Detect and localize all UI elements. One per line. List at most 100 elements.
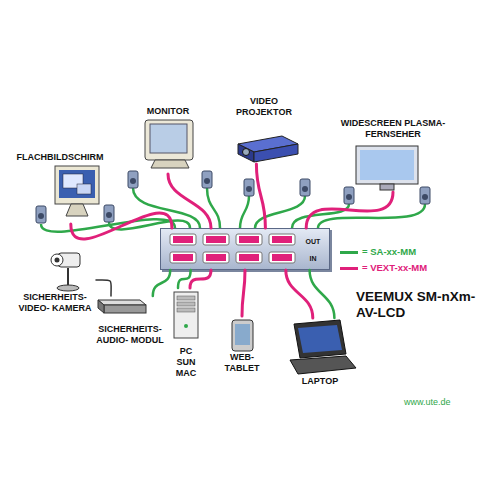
node-label: MONITOR [133, 106, 203, 117]
port-plug [272, 254, 292, 261]
audio-wire [133, 188, 200, 228]
port [203, 252, 229, 263]
cable [153, 270, 170, 296]
module-front [104, 305, 146, 313]
speaker-body [244, 179, 254, 196]
audio-wire [41, 219, 175, 232]
projector-front [238, 144, 254, 162]
flatscreen-drawing [55, 166, 99, 216]
pc-tower [174, 292, 198, 338]
legend-text: = SA-xx-MM [362, 246, 416, 258]
audio-wire [255, 196, 305, 228]
projector-drawing [238, 136, 298, 162]
speaker [344, 187, 354, 204]
projector-top [238, 136, 298, 152]
tablet-drawing [232, 320, 253, 351]
laptop-drawing [290, 320, 356, 374]
speaker [104, 205, 114, 222]
stand [151, 160, 189, 168]
node-label: WIDESCREEN PLASMA- FERNSEHER [326, 118, 460, 140]
laptop-lid [294, 320, 346, 358]
screen [150, 124, 187, 153]
crt-monitor-drawing [145, 120, 193, 168]
legend: = SA-xx-MM = VEXT-xx-MM [340, 244, 427, 276]
speaker-body [36, 206, 46, 223]
camera-stand [67, 268, 69, 286]
tablet-node: WEB- TABLET [218, 316, 266, 376]
plasma-tv-drawing [356, 146, 418, 190]
cable [242, 270, 245, 316]
port [170, 252, 196, 263]
module-side [98, 300, 104, 313]
cable [256, 164, 265, 228]
speaker-cone [38, 213, 44, 219]
port-plug [272, 236, 292, 243]
drive-bay [177, 302, 195, 306]
node-label: IN [299, 254, 327, 263]
port [203, 234, 229, 245]
website-label: www.ute.de [404, 397, 484, 408]
window [77, 184, 91, 194]
speaker-body [104, 205, 114, 222]
node-label: FLACHBILDSCHIRM [6, 152, 114, 163]
speaker-body [420, 187, 430, 204]
speaker-body [202, 171, 212, 188]
speaker [36, 206, 46, 223]
stand [66, 204, 88, 216]
node-label: VIDEO PROJEKTOR [226, 96, 302, 118]
camera-base [57, 285, 79, 291]
audio-wire [207, 188, 220, 228]
cable [190, 270, 211, 288]
port [236, 252, 262, 263]
power-led [184, 324, 188, 328]
laptop-node: LAPTOP [284, 318, 356, 388]
camera-body [58, 253, 80, 267]
node-label: WEB- TABLET [218, 352, 266, 374]
port [269, 252, 295, 263]
legend-row: = VEXT-xx-MM [340, 260, 427, 276]
camera-drawing [51, 253, 80, 291]
camera-lens [51, 254, 63, 266]
monitor-node: MONITOR [133, 104, 203, 174]
port-plug [173, 236, 193, 243]
speaker-cone [130, 178, 136, 184]
speaker-cone [422, 194, 428, 200]
pc-drawing [174, 292, 198, 338]
screen [59, 170, 95, 198]
speaker-body [344, 187, 354, 204]
legend-swatch [340, 251, 358, 254]
cable [310, 270, 335, 318]
tv-frame [356, 146, 418, 184]
drive-bay [177, 296, 195, 300]
node-label: SICHERHEITS- AUDIO- MODUL [92, 324, 168, 346]
stand [380, 184, 394, 190]
speaker [300, 179, 310, 196]
speaker [128, 171, 138, 188]
node-label: VEEMUX SM-nXm-AV-LCD [356, 289, 496, 321]
drive-bay [177, 308, 195, 312]
monitor-case [145, 120, 193, 160]
node-label: PC SUN MAC [172, 346, 200, 379]
port [170, 234, 196, 245]
audio-wires [41, 188, 425, 232]
speaker [202, 171, 212, 188]
screen-frame [55, 166, 99, 204]
speaker-cone [246, 186, 252, 192]
speaker-cone [302, 186, 308, 192]
cable [96, 280, 111, 296]
module-top [98, 300, 146, 305]
projector-side [254, 144, 298, 162]
node-label: SICHERHEITS- VIDEO- KAMERA [14, 292, 96, 314]
audio-wire [318, 204, 425, 228]
port-plug [206, 236, 226, 243]
lens [243, 149, 250, 156]
switch-ports [170, 234, 295, 263]
port-plug [206, 254, 226, 261]
screen [360, 150, 414, 180]
tablet-screen [235, 324, 250, 345]
speaker-cone [106, 212, 112, 218]
pc-node: PC SUN MAC [166, 288, 206, 382]
speaker [244, 179, 254, 196]
window [63, 174, 83, 188]
